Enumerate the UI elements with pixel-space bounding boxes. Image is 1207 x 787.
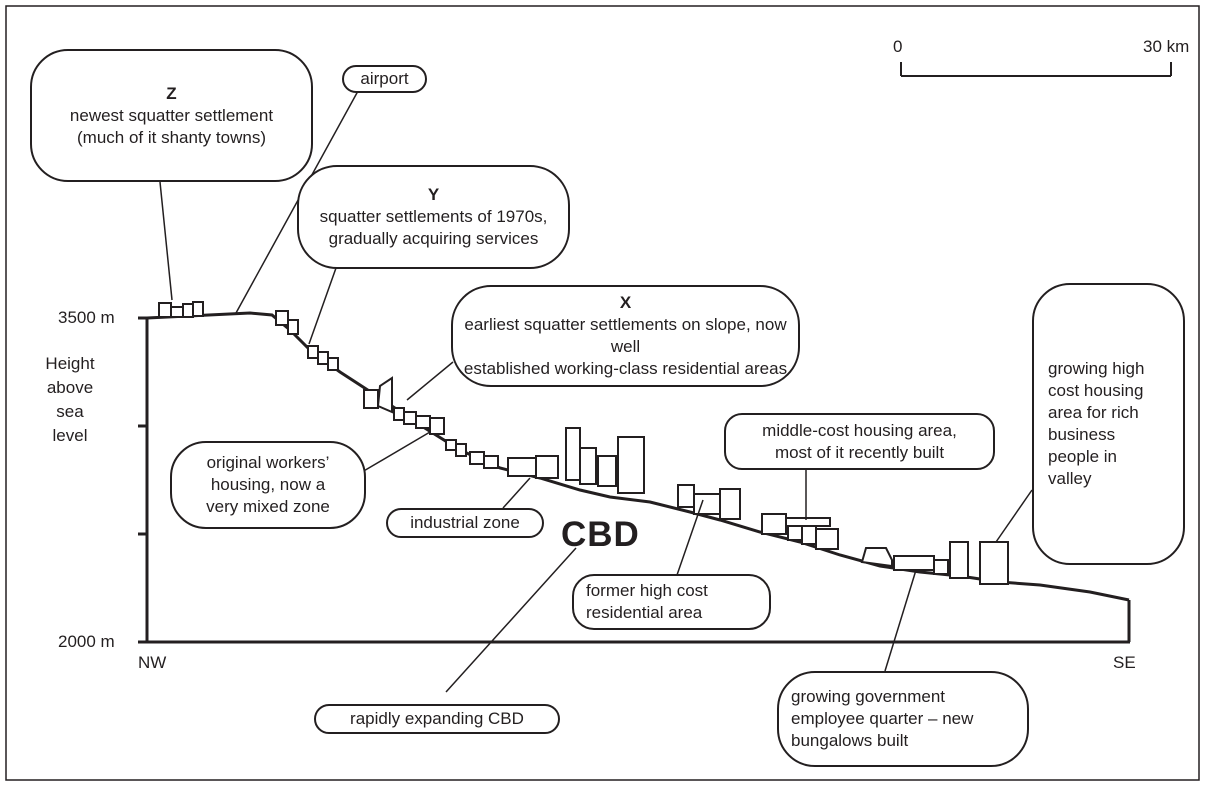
callout-original-workers-housing: original workers’ housing, now a very mi… <box>170 441 366 529</box>
diagram-frame <box>5 5 1200 781</box>
callout-workers-line: housing, now a <box>210 475 326 494</box>
callout-gov-line: growing government <box>791 687 946 706</box>
axis-bottom-label: 2000 m <box>58 632 115 651</box>
callout-high-line: area for rich <box>1048 403 1139 422</box>
callout-government-quarter: growing government employee quarter – ne… <box>777 671 1029 767</box>
callout-airport: airport <box>342 65 427 93</box>
scale-bar <box>900 62 1172 77</box>
callout-y-key: Y <box>427 185 440 204</box>
axis-title-line: above <box>46 378 94 397</box>
callout-x-key: X <box>619 293 632 312</box>
axis-title-line: sea <box>56 402 84 421</box>
callout-workers-line: original workers’ <box>206 453 330 472</box>
direction-nw-label: NW <box>138 653 167 672</box>
callout-former-line: former high cost <box>586 581 708 600</box>
callout-high-line: growing high <box>1048 359 1145 378</box>
callout-airport-text: airport <box>360 69 409 88</box>
callout-gov-line: employee quarter – new <box>791 709 974 728</box>
callout-middle-line: middle-cost housing area, <box>762 420 957 440</box>
callout-former-high-cost: former high cost residential area <box>572 574 771 630</box>
callout-y-line: gradually acquiring services <box>328 229 539 248</box>
callout-middle-line: most of it recently built <box>774 442 945 462</box>
callout-z-line: (much of it shanty towns) <box>77 127 266 147</box>
callout-high-line: cost housing <box>1048 381 1144 400</box>
callout-y-line: squatter settlements of 1970s, <box>319 207 548 226</box>
callout-y: Y squatter settlements of 1970s, gradual… <box>297 165 570 269</box>
callout-former-line: residential area <box>586 603 703 622</box>
callout-industrial-text: industrial zone <box>410 513 520 532</box>
callout-industrial-zone: industrial zone <box>386 508 544 538</box>
axes <box>138 316 1131 644</box>
callout-z: Z newest squatter settlement (much of it… <box>30 49 313 182</box>
callout-high-line: business <box>1048 425 1116 444</box>
buildings <box>158 301 1009 585</box>
axis-title-line: Height <box>45 354 95 373</box>
callout-high-line: valley <box>1048 469 1092 488</box>
callout-gov-line: bungalows built <box>791 731 909 750</box>
callout-middle-cost-housing: middle-cost housing area, most of it rec… <box>724 413 995 470</box>
axis-top-label: 3500 m <box>58 308 115 327</box>
callout-high-line: people in <box>1048 447 1118 466</box>
direction-se-label: SE <box>1113 653 1136 672</box>
callout-x: X earliest squatter settlements on slope… <box>451 285 800 387</box>
cbd-label: CBD <box>561 515 640 554</box>
callout-x-line: established working-class residential ar… <box>463 359 788 378</box>
callout-z-line: newest squatter settlement <box>69 105 274 125</box>
axis-title-line: level <box>52 426 88 445</box>
callout-high-cost-housing: growing high cost housing area for rich … <box>1032 283 1185 565</box>
scale-end-label: 30 km <box>1143 37 1190 56</box>
callout-z-key: Z <box>166 83 177 103</box>
scale-start-label: 0 <box>893 37 903 56</box>
axis-title: Height above sea level <box>34 352 106 448</box>
callout-workers-line: very mixed zone <box>206 497 330 516</box>
callout-rapid-cbd-text: rapidly expanding CBD <box>350 709 524 728</box>
callout-rapidly-expanding-cbd: rapidly expanding CBD <box>314 704 560 734</box>
callout-x-line: earliest squatter settlements on slope, … <box>464 315 787 356</box>
